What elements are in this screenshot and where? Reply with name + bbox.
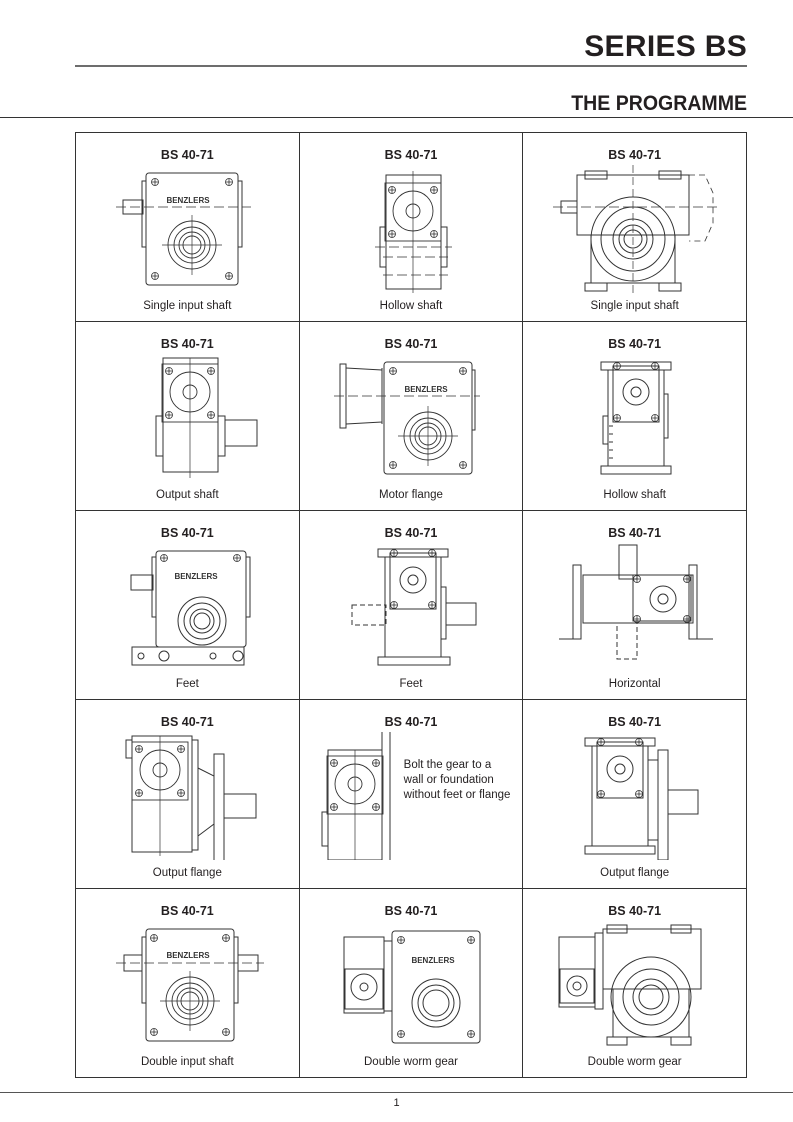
programme-cell: BS 40-71 BENZLERS Double worm gear <box>298 888 524 1078</box>
section-title: THE PROGRAMME <box>571 92 747 115</box>
footer-rule <box>0 1092 793 1093</box>
brand-label: BENZLERS <box>411 956 455 965</box>
model-title: BS 40-71 <box>384 148 438 162</box>
note-line: without feet or flange <box>403 789 511 801</box>
programme-cell: BS 40-71 Feet <box>298 510 524 700</box>
programme-cell: BS 40-71 BENZLERS Single input shaft <box>75 132 300 322</box>
page-number: 1 <box>393 1097 400 1109</box>
programme-cell: BS 40-71 BENZLERS Double input shaft <box>75 888 300 1078</box>
mounting-caption: Horizontal <box>608 678 661 690</box>
brand-label: BENZLERS <box>404 385 448 394</box>
wall-mount-note: Bolt the gear to a wall or foundation wi… <box>404 758 511 803</box>
gear-drawing-double-input: BENZLERS <box>116 928 264 1042</box>
programme-cell: BS 40-71 Bolt the gear to a wall or foun… <box>298 699 524 889</box>
note-line: Bolt the gear to a <box>403 759 492 771</box>
gear-drawing-wall-mount <box>321 732 391 860</box>
mounting-caption: Output flange <box>600 867 670 879</box>
gear-drawing-horizontal <box>559 544 714 660</box>
model-title: BS 40-71 <box>160 715 214 729</box>
brand-label: BENZLERS <box>166 951 210 960</box>
programme-cell: BS 40-71 Output flange <box>75 699 300 889</box>
mounting-caption: Double worm gear <box>364 1056 458 1068</box>
programme-cell: BS 40-71 Horizontal <box>522 510 747 700</box>
programme-cell: BS 40-71 BENZLERS Motor flange <box>298 321 524 511</box>
mounting-caption: Feet <box>175 678 199 690</box>
note-line: wall or foundation <box>403 774 494 786</box>
brand-label: BENZLERS <box>174 572 218 581</box>
model-title: BS 40-71 <box>608 148 662 162</box>
programme-cell: BS 40-71 Hollow shaft <box>298 132 524 322</box>
model-title: BS 40-71 <box>384 715 438 729</box>
gear-drawing-output-flange <box>125 735 257 860</box>
model-title: BS 40-71 <box>160 904 214 918</box>
model-title: BS 40-71 <box>384 904 438 918</box>
model-title: BS 40-71 <box>608 715 662 729</box>
model-title: BS 40-71 <box>608 526 662 540</box>
gear-drawing-ribbed-hollow <box>600 361 672 475</box>
mounting-caption: Output flange <box>152 867 222 879</box>
mounting-caption: Single input shaft <box>143 300 232 312</box>
model-title: BS 40-71 <box>384 337 438 351</box>
header-rule <box>75 65 747 67</box>
mounting-caption: Output shaft <box>156 489 219 501</box>
gear-drawing-feet-front: BENZLERS <box>130 550 251 666</box>
gear-drawing-hollow-side <box>374 171 452 293</box>
mounting-caption: Single input shaft <box>590 300 679 312</box>
brand-label: BENZLERS <box>166 196 210 205</box>
mounting-caption: Motor flange <box>379 489 443 501</box>
gear-drawing-output-shaft <box>155 357 258 478</box>
gear-drawing-double-worm-housing <box>558 924 702 1046</box>
gear-drawing-feet-side <box>351 548 477 666</box>
programme-cell: BS 40-71 BENZLERS Feet <box>75 510 300 700</box>
mounting-caption: Feet <box>399 678 423 690</box>
model-title: BS 40-71 <box>384 526 438 540</box>
model-title: BS 40-71 <box>608 904 662 918</box>
programme-cell: BS 40-71 Single input shaft <box>522 132 747 322</box>
gear-drawing-motor-flange: BENZLERS <box>333 361 480 475</box>
programme-cell: BS 40-71 Output shaft <box>75 321 300 511</box>
mounting-caption: Double input shaft <box>140 1056 234 1068</box>
programme-table: BS 40-71 BENZLERS Single input shaft BS … <box>75 132 747 1078</box>
model-title: BS 40-71 <box>608 337 662 351</box>
gear-drawing-worm-housing <box>553 165 720 293</box>
section-rule <box>0 117 793 118</box>
model-title: BS 40-71 <box>160 337 214 351</box>
gear-drawing-double-worm-front: BENZLERS <box>343 930 481 1044</box>
mounting-caption: Double worm gear <box>587 1056 682 1068</box>
gear-drawing-ribbed-output-flange <box>584 737 699 860</box>
model-title: BS 40-71 <box>160 148 214 162</box>
programme-cell: BS 40-71 Hollow shaft <box>522 321 747 511</box>
mounting-caption: Hollow shaft <box>603 489 666 501</box>
programme-cell: BS 40-71 Output flange <box>522 699 747 889</box>
model-title: BS 40-71 <box>160 526 214 540</box>
series-title: SERIES BS <box>584 30 747 63</box>
mounting-caption: Hollow shaft <box>379 300 443 312</box>
programme-cell: BS 40-71 Double worm gear <box>522 888 747 1078</box>
gear-drawing-single-input-front: BENZLERS <box>116 172 251 286</box>
